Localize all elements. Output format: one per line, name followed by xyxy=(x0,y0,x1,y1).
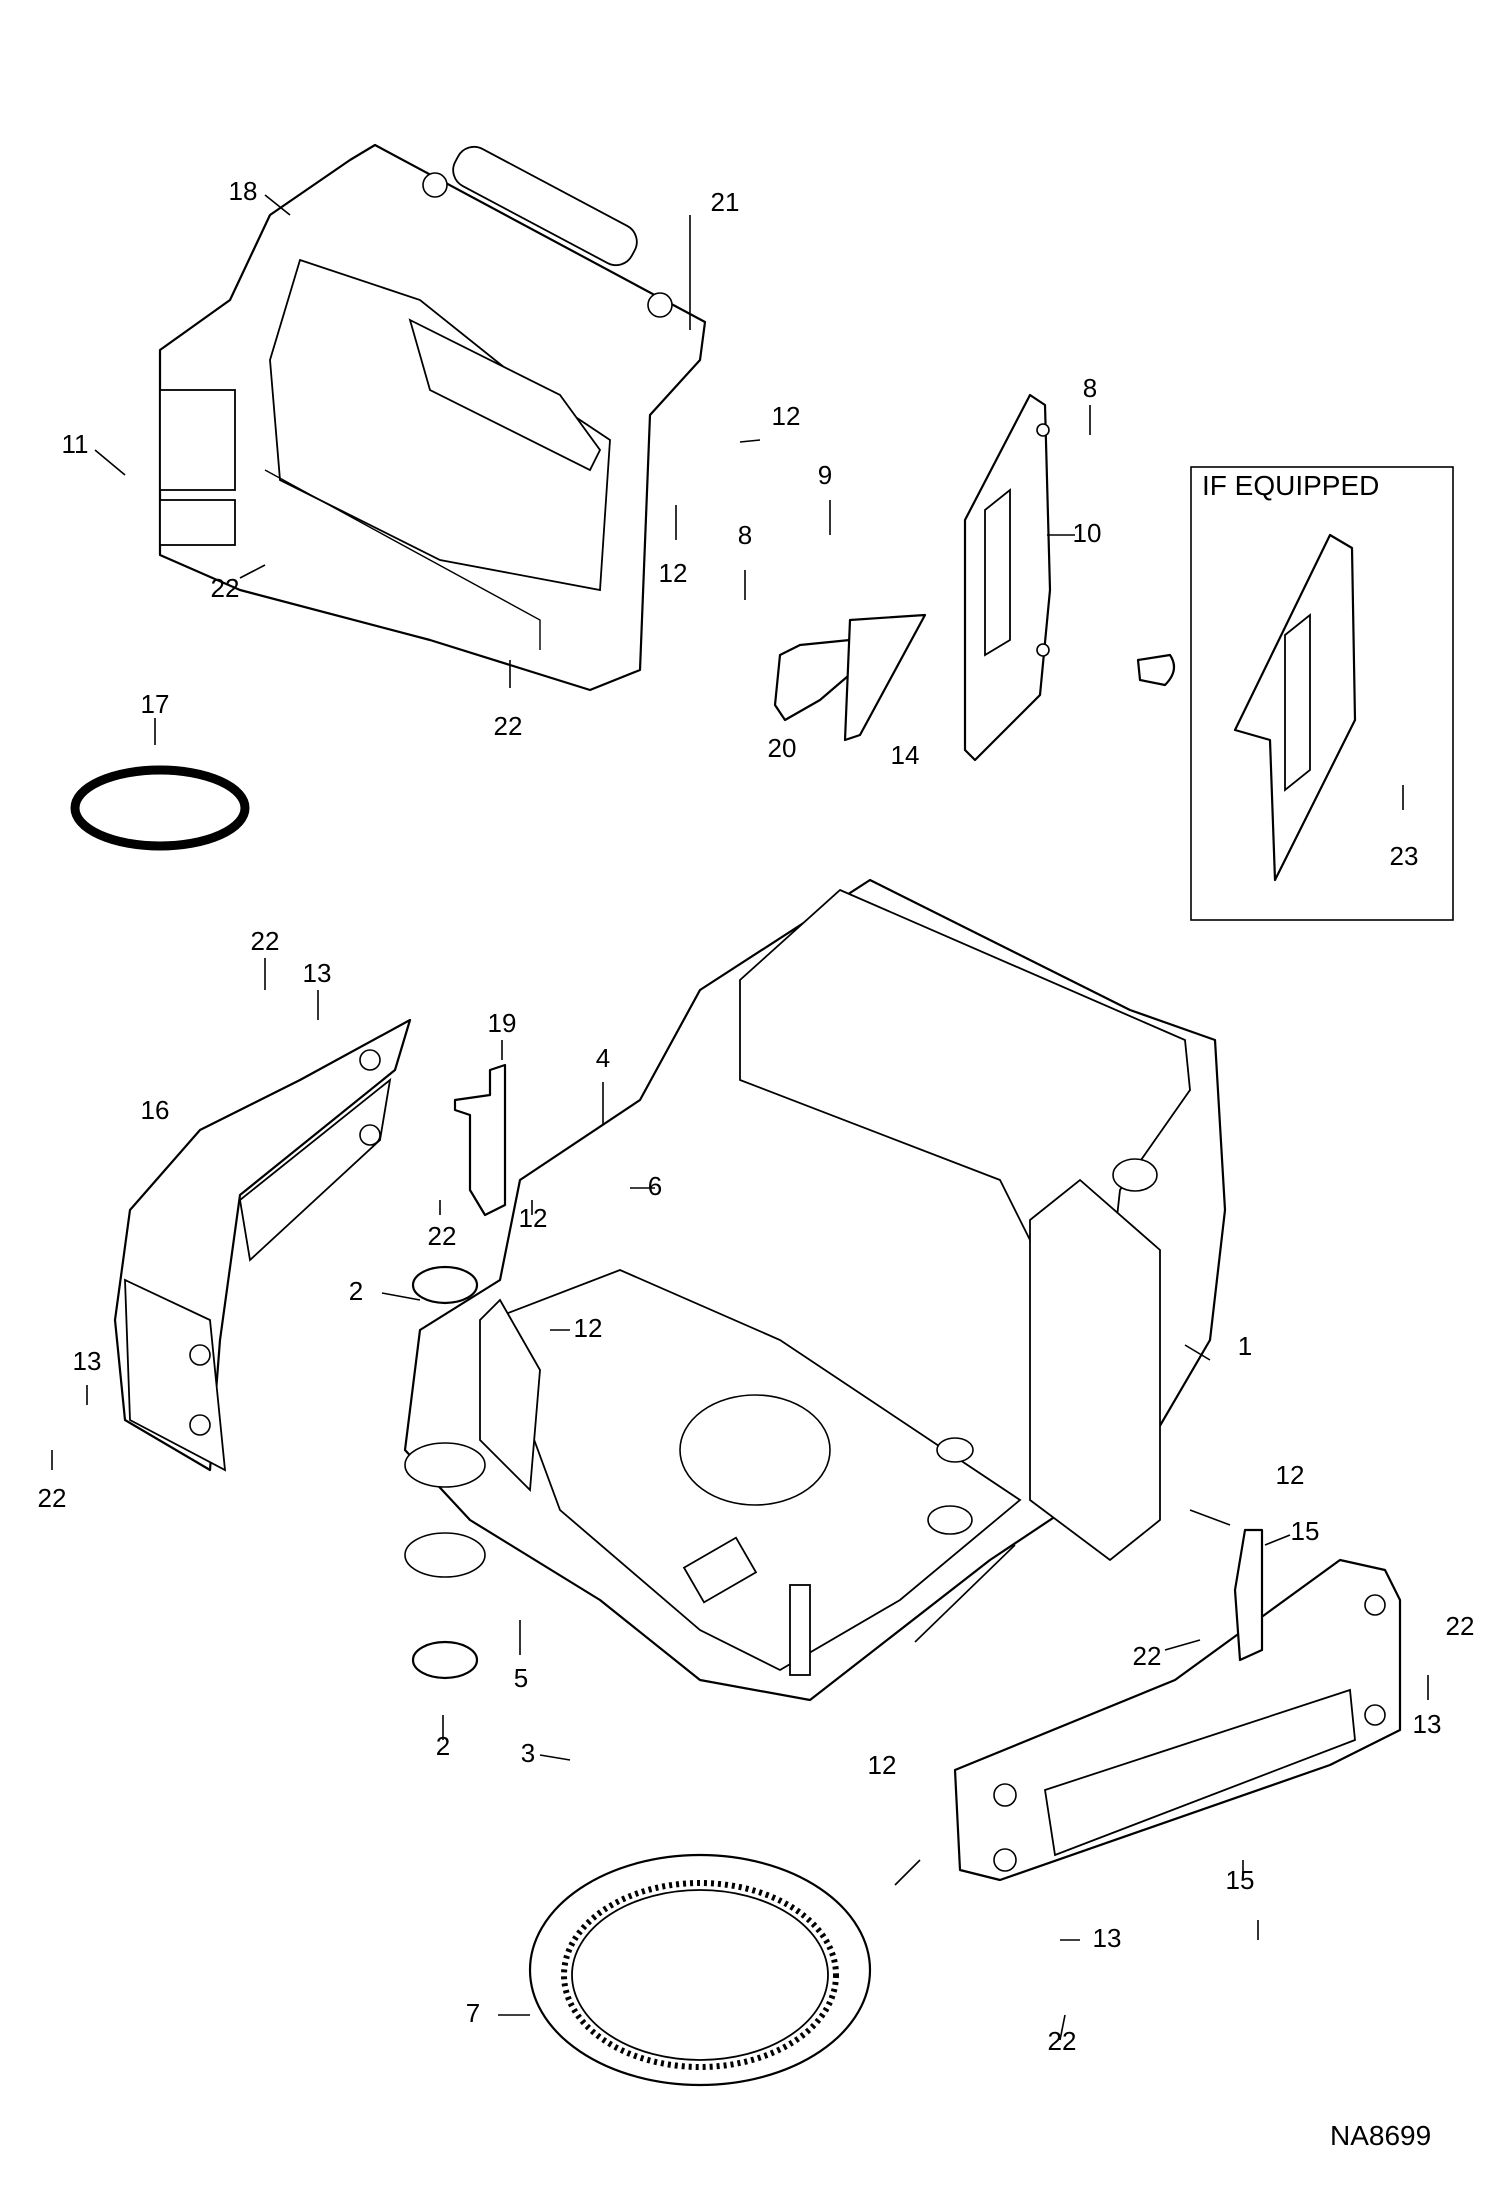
callout-13-c: 13 xyxy=(1413,1709,1442,1739)
callout-13-d: 13 xyxy=(1093,1923,1122,1953)
bracket-part-20 xyxy=(773,638,857,722)
callout-19: 19 xyxy=(488,1008,517,1038)
callout-12-d: 12 xyxy=(574,1313,603,1343)
callout-10: 10 xyxy=(1073,518,1102,548)
hose-part-18 xyxy=(70,765,250,851)
callout-22-h: 22 xyxy=(1446,1611,1475,1641)
callout-13-a: 13 xyxy=(303,958,332,988)
bracket-part-17 xyxy=(1233,1528,1264,1662)
seal-part-14 xyxy=(843,613,927,742)
callout-3: 3 xyxy=(521,1738,535,1768)
rear-shroud-part-21 xyxy=(158,143,707,692)
bushing-part-2-lower xyxy=(411,1640,479,1680)
callout-17: 15 xyxy=(1291,1516,1320,1546)
callout-11: 11 xyxy=(62,429,89,459)
callout-9: 9 xyxy=(818,460,832,490)
callout-22-c: 22 xyxy=(494,711,523,741)
knob-part-10a xyxy=(1136,653,1176,687)
callout-7: 7 xyxy=(466,1998,480,2028)
inset-title: IF EQUIPPED xyxy=(1202,470,1379,501)
callout-16: 16 xyxy=(141,1095,170,1125)
callout-21: 18 xyxy=(229,176,258,206)
bracket-part-19 xyxy=(453,1063,507,1217)
callout-12-e: 12 xyxy=(1276,1460,1305,1490)
callout-12-a: 12 xyxy=(772,401,801,431)
callout-13-b: 13 xyxy=(73,1346,102,1376)
if-equipped-inset: IF EQUIPPED xyxy=(1190,466,1454,921)
callout-14: 14 xyxy=(891,740,920,770)
reference-code: NA8699 xyxy=(1330,2120,1431,2151)
callout-22-a: 21 xyxy=(711,187,740,217)
callout-15: 15 xyxy=(1226,1865,1255,1895)
left-panel-part-16 xyxy=(113,1018,412,1472)
callout-22-g: 22 xyxy=(1133,1641,1162,1671)
callout-8-a: 8 xyxy=(1083,373,1097,403)
callout-22-e: 22 xyxy=(428,1221,457,1251)
callout-12-c: 12 xyxy=(519,1203,548,1233)
callout-8-b: 8 xyxy=(738,520,752,550)
callout-18: 17 xyxy=(141,689,170,719)
callout-6: 6 xyxy=(648,1171,662,1201)
callout-12-f: 12 xyxy=(868,1750,897,1780)
callout-23: 23 xyxy=(1390,841,1419,871)
counterweight-part-15 xyxy=(953,1558,1402,1882)
callout-12-b: 12 xyxy=(659,558,688,588)
callout-22-b: 22 xyxy=(211,573,240,603)
callout-22-i: 22 xyxy=(1048,2026,1077,2056)
callout-2-a: 2 xyxy=(349,1276,363,1306)
callout-22-d: 22 xyxy=(251,926,280,956)
callout-5: 5 xyxy=(514,1663,528,1693)
side-panel-part-10 xyxy=(963,393,1052,762)
callout-20: 20 xyxy=(768,733,797,763)
callout-1: 1 xyxy=(1238,1331,1252,1361)
swing-bearing-part-7 xyxy=(528,1853,872,2087)
callout-4: 4 xyxy=(596,1043,610,1073)
callout-labels: 18 21 8 12 9 10 11 8 12 22 22 20 14 17 2… xyxy=(38,176,1475,2056)
leader-lines xyxy=(51,194,1429,2041)
callout-2-b: 2 xyxy=(436,1731,450,1761)
bushing-part-2-upper xyxy=(411,1265,479,1305)
main-frame-part-1 xyxy=(403,878,1227,1702)
callout-22-f: 22 xyxy=(38,1483,67,1513)
